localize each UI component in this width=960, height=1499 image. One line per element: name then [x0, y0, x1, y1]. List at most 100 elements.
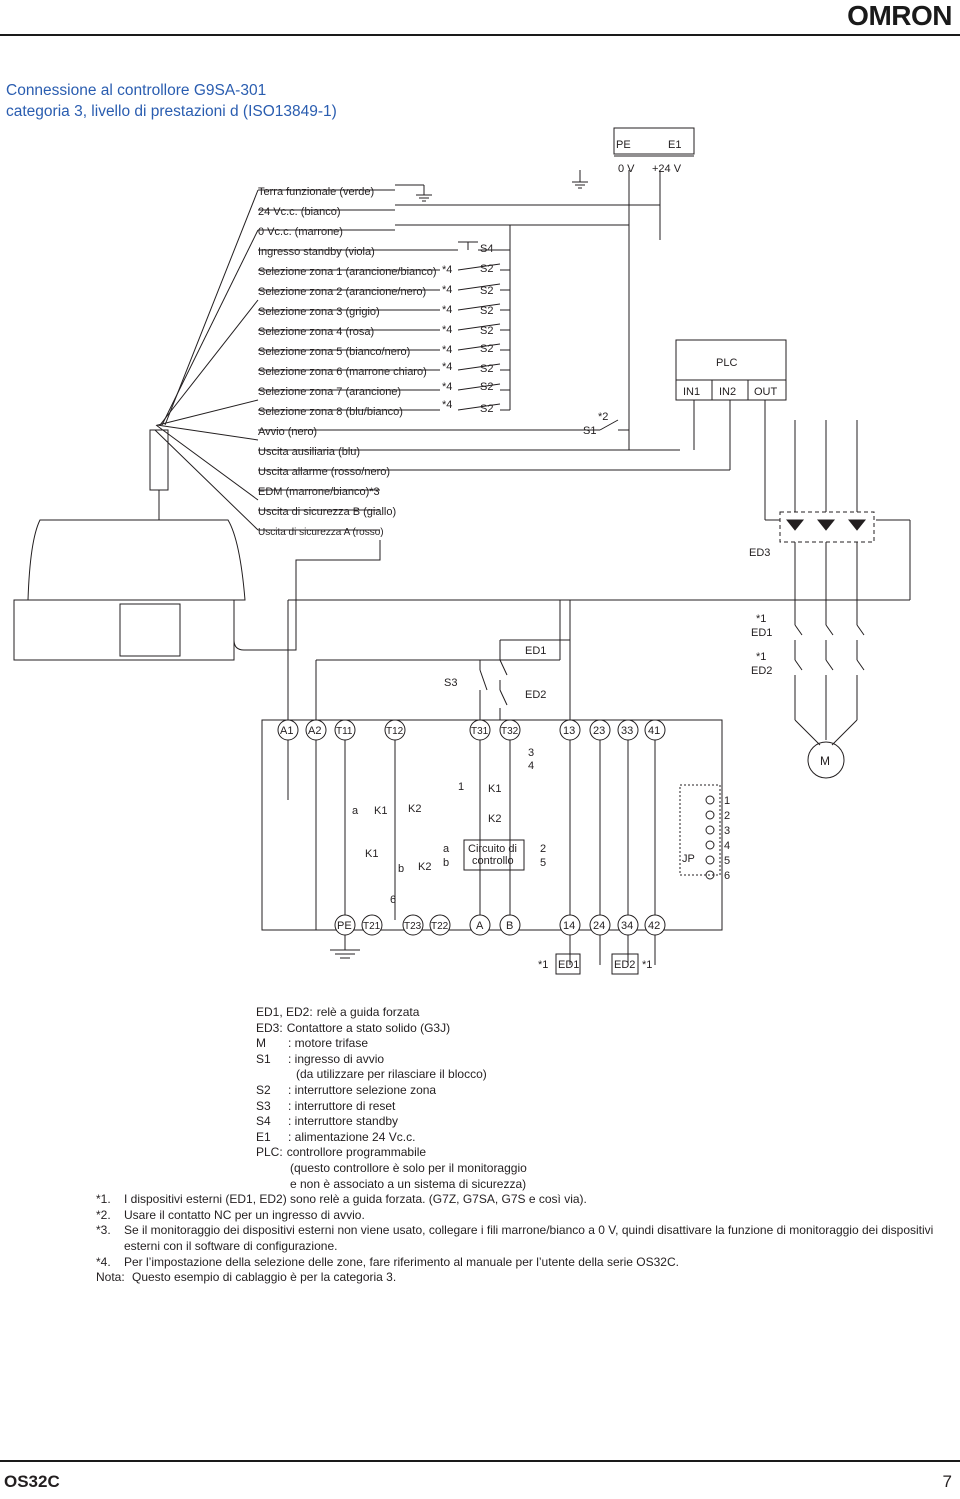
ed2-label: ED2 — [614, 959, 635, 971]
jp-number: 6 — [724, 870, 730, 882]
jp-number: 2 — [724, 810, 730, 822]
note-ref: *4 — [442, 381, 452, 393]
footer-rule — [0, 1460, 960, 1462]
terminal: T31 — [471, 726, 489, 737]
title-line-2: categoria 3, livello di prestazioni d (I… — [6, 103, 337, 120]
motor-label: M — [820, 754, 830, 768]
wire-label: Selezione zona 2 (arancione/nero) — [258, 286, 426, 298]
legend-text: : interruttore selezione zona — [288, 1082, 437, 1097]
legend-item: ED1, ED2:relè a guida forzata — [256, 1005, 946, 1021]
footnote: *1.I dispositivi esterni (ED1, ED2) sono… — [96, 1192, 946, 1208]
pin-1-label: 1 — [458, 781, 464, 793]
jp-number: 4 — [724, 840, 730, 852]
legend-text: controllore programmabile — [286, 1145, 427, 1160]
terminal: T12 — [386, 726, 404, 737]
footnote-num: *1. — [96, 1192, 111, 1207]
legend-item: S2: interruttore selezione zona — [256, 1083, 946, 1099]
terminal: PE — [337, 920, 352, 932]
k2-label: K2 — [408, 803, 421, 815]
footnote: *2.Usare il contatto NC per un ingresso … — [96, 1208, 946, 1224]
control-circuit-label-2: controllo — [472, 855, 514, 867]
terminal: T32 — [501, 726, 519, 737]
legend-key: E1 — [256, 1129, 271, 1144]
s2-label: S2 — [480, 325, 493, 337]
legend-key: M — [256, 1036, 266, 1051]
pin-2-label: 2 — [540, 843, 546, 855]
ed2-label: ED2 — [525, 689, 546, 701]
k1-label: K1 — [374, 805, 387, 817]
footnote-text: Usare il contatto NC per un ingresso di … — [124, 1207, 365, 1222]
ed1-label: ED1 — [525, 645, 546, 657]
k1-label: K1 — [488, 783, 501, 795]
legend-text: : interruttore standby — [288, 1114, 399, 1129]
s2-label: S2 — [480, 381, 493, 393]
legend-item: PLC:controllore programmabile — [256, 1145, 946, 1161]
jp-number: 1 — [724, 795, 730, 807]
k2-label: K2 — [418, 861, 431, 873]
legend-item: S4 : interruttore standby — [256, 1114, 946, 1130]
legend: ED1, ED2:relè a guida forzata ED3:Contat… — [96, 1005, 946, 1286]
wire-label: Uscita di sicurezza A (rosso) — [258, 527, 384, 538]
s3-label: S3 — [444, 677, 457, 689]
contact-b-label: b — [398, 863, 404, 875]
note-ref: *4 — [442, 324, 452, 336]
ed1-label: ED1 — [751, 627, 772, 639]
legend-item: S1: ingresso di avvio — [256, 1052, 946, 1068]
footnote-text: Per l’impostazione della selezione delle… — [124, 1254, 679, 1269]
legend-key — [256, 1161, 290, 1177]
wire-label: Selezione zona 4 (rosa) — [258, 326, 374, 338]
jp-label: JP — [682, 853, 695, 865]
note-ref: *4 — [442, 344, 452, 356]
plc-in1-label: IN1 — [683, 386, 700, 398]
s4-label: S4 — [480, 243, 493, 255]
wire-label: 0 Vc.c. (marrone) — [258, 226, 343, 238]
terminal: T21 — [363, 921, 381, 932]
page-title: Connessione al controllore G9SA-301 cate… — [6, 80, 337, 122]
jp-number: 3 — [724, 825, 730, 837]
legend-text: (questo controllore è solo per il monito… — [290, 1160, 527, 1175]
header-rule — [0, 34, 960, 36]
note-ref: *1 — [756, 613, 766, 625]
s2-label: S2 — [480, 363, 493, 375]
note-ref: *4 — [442, 304, 452, 316]
terminal: T22 — [431, 921, 449, 932]
note-ref: *1 — [642, 959, 652, 971]
e1-label: E1 — [668, 139, 681, 151]
legend-key: S4 — [256, 1114, 271, 1129]
wire-label: Terra funzionale (verde) — [258, 186, 374, 198]
terminal: 33 — [621, 725, 633, 737]
wire-label: Uscita allarme (rosso/nero) — [258, 466, 390, 478]
terminal: 41 — [648, 725, 660, 737]
legend-item: S3: interruttore di reset — [256, 1099, 946, 1115]
note-ref: *2 — [598, 411, 608, 423]
v24-label: +24 V — [652, 163, 682, 175]
title-line-1: Connessione al controllore G9SA-301 — [6, 82, 267, 99]
note-ref: *4 — [442, 399, 452, 411]
wiring-diagram: PE E1 0 V +24 V Terra funzionale (verde)… — [13, 127, 911, 975]
control-circuit-label-1: Circuito di — [468, 843, 517, 855]
wire-label: Selezione zona 8 (blu/bianco) — [258, 406, 403, 418]
contact-b-label: b — [443, 857, 449, 869]
legend-key: S1 — [256, 1051, 271, 1066]
plc-label: PLC — [716, 357, 737, 369]
legend-item: ED3:Contattore a stato solido (G3J) — [256, 1021, 946, 1037]
terminal: 42 — [648, 920, 660, 932]
terminal: A — [476, 920, 484, 932]
pin-5-label: 5 — [540, 857, 546, 869]
legend-text: relè a guida forzata — [316, 1005, 420, 1019]
wire-label: Uscita ausiliaria (blu) — [258, 446, 360, 458]
ed1-label: ED1 — [558, 959, 579, 971]
note-ref: *4 — [442, 361, 452, 373]
wire-label: Uscita di sicurezza B (giallo) — [258, 506, 396, 518]
s2-label: S2 — [480, 305, 493, 317]
terminal: 24 — [593, 920, 605, 932]
plc-in2-label: IN2 — [719, 386, 736, 398]
wire-label: Selezione zona 5 (bianco/nero) — [258, 346, 410, 358]
wire-label: Selezione zona 1 (arancione/bianco) — [258, 266, 437, 278]
wire-labels: Terra funzionale (verde) 24 Vc.c. (bianc… — [258, 186, 437, 538]
footnote-num: Nota: — [96, 1270, 125, 1285]
legend-key: PLC: — [256, 1145, 283, 1160]
footnote-text: Se il monitoraggio dei dispositivi ester… — [124, 1223, 934, 1253]
contact-a-label: a — [443, 843, 450, 855]
footnote: *4.Per l’impostazione della selezione de… — [96, 1255, 946, 1271]
